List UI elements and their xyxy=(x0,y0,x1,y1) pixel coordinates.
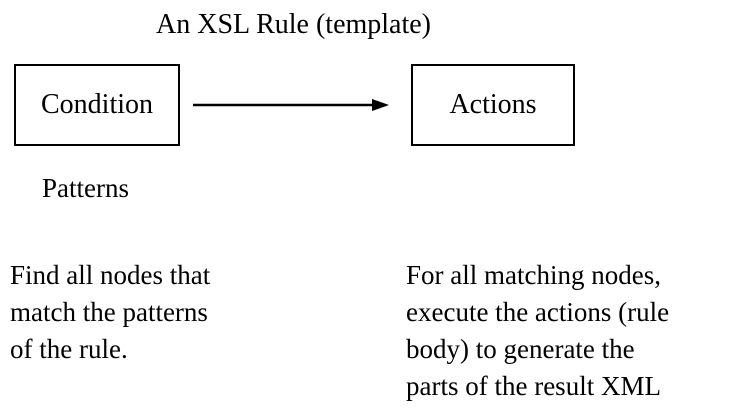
actions-description-line: execute the actions (rule xyxy=(406,297,670,327)
diagram-title: An XSL Rule (template) xyxy=(156,9,432,40)
arrow-right-icon xyxy=(193,99,389,111)
actions-description-line: parts of the result XML xyxy=(406,371,661,401)
condition-label: Condition xyxy=(40,89,153,120)
actions-description: For all matching nodes, execute the acti… xyxy=(406,257,669,405)
actions-label: Actions xyxy=(449,89,537,120)
condition-description-line: Find all nodes that xyxy=(10,260,211,290)
actions-box: Actions xyxy=(411,64,575,146)
actions-description-line: For all matching nodes, xyxy=(406,260,661,290)
condition-box: Condition xyxy=(14,64,180,146)
condition-description-line: match the patterns xyxy=(10,297,208,327)
condition-description: Find all nodes that match the patterns o… xyxy=(10,257,210,368)
actions-description-line: body) to generate the xyxy=(406,334,635,364)
condition-description-line: of the rule. xyxy=(10,334,128,364)
patterns-label: Patterns xyxy=(42,173,129,203)
